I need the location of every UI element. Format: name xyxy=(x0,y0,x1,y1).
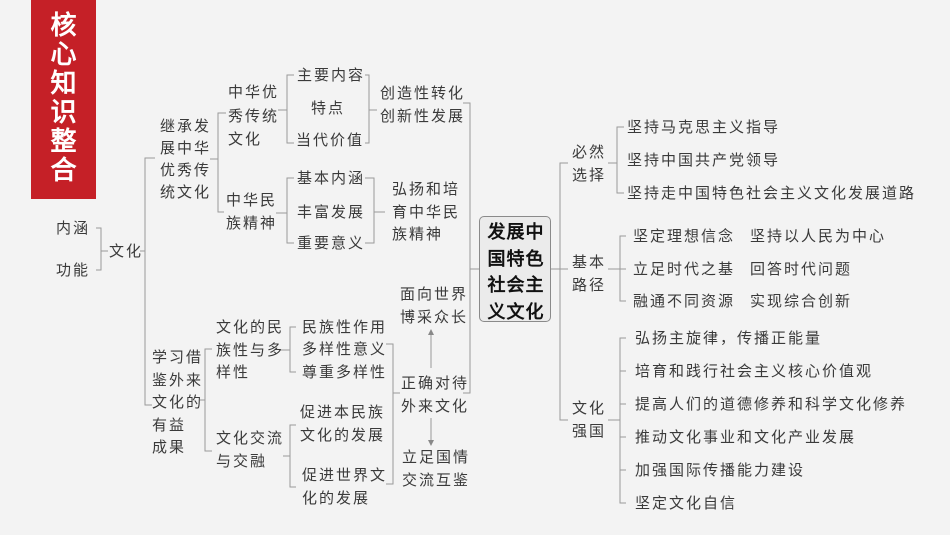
path-item: 坚持以人民为中心 xyxy=(750,227,887,245)
node-learn-foreign: 学习借 鉴外来 文化的 有益 成果 xyxy=(152,348,204,456)
item-features: 特点 xyxy=(311,99,346,117)
node-exchange: 文化交流 与交融 xyxy=(216,429,285,470)
node-national-spirit: 中华民 族精神 xyxy=(226,191,278,232)
power-item: 加强国际传播能力建设 xyxy=(635,461,806,479)
power-item: 弘扬主旋律，传播正能量 xyxy=(635,329,823,347)
banner-title: 核 心 知 识 整 合 xyxy=(50,11,77,186)
path-item: 坚定理想信念 xyxy=(633,227,736,245)
item-respect-diversity: 尊重多样性 xyxy=(302,363,388,381)
item-promote-world: 促进世界文 化的发展 xyxy=(302,466,388,507)
power-item: 培育和践行社会主义核心价值观 xyxy=(635,362,874,380)
node-diversity: 文化的民 族性与多 样性 xyxy=(216,318,285,381)
node-creative-transform: 创造性转化 创新性发展 xyxy=(380,84,466,125)
item-importance: 重要意义 xyxy=(297,234,366,252)
path-item: 回答时代问题 xyxy=(750,260,853,278)
section-banner: 核 心 知 识 整 合 xyxy=(31,0,96,199)
node-necessity: 必然 选择 xyxy=(572,143,607,184)
node-basic-path: 基本 路径 xyxy=(572,253,607,294)
path-item: 立足时代之基 xyxy=(633,260,736,278)
necessity-item: 坚持走中国特色社会主义文化发展道路 xyxy=(627,184,917,202)
node-treat-foreign: 正确对待 外来文化 xyxy=(401,374,470,415)
path-item: 实现综合创新 xyxy=(750,292,853,310)
item-contemporary-value: 当代价值 xyxy=(296,131,365,149)
necessity-item: 坚持马克思主义指导 xyxy=(627,118,781,136)
node-cultural-power: 文化 强国 xyxy=(572,399,607,440)
necessity-item: 坚持中国共产党领导 xyxy=(627,151,781,169)
node-wenhua: 文化 xyxy=(109,242,144,260)
power-item: 坚定文化自信 xyxy=(635,494,738,512)
item-diversity-meaning: 多样性意义 xyxy=(302,340,388,358)
item-basic-meaning: 基本内涵 xyxy=(297,169,366,187)
node-traditional-culture: 中华优 秀传统 文化 xyxy=(228,83,280,148)
node-promote-spirit: 弘扬和培 育中华民 族精神 xyxy=(392,180,461,243)
power-item: 推动文化事业和文化产业发展 xyxy=(635,428,857,446)
node-inherit: 继承发 展中华 优秀传 统文化 xyxy=(160,117,212,201)
central-topic-label: 发展中 国特色 社会主 义文化 xyxy=(487,222,545,323)
node-face-world: 面向世界 博采众长 xyxy=(400,285,469,326)
node-national-conditions: 立足国情 交流互鉴 xyxy=(402,448,471,489)
node-neihan: 内涵 xyxy=(56,219,91,237)
item-main-content: 主要内容 xyxy=(297,66,366,84)
node-gongneng: 功能 xyxy=(56,261,91,279)
item-promote-national: 促进本民族 文化的发展 xyxy=(300,403,386,444)
item-rich-development: 丰富发展 xyxy=(297,203,366,221)
path-item: 融通不同资源 xyxy=(633,292,736,310)
central-topic: 发展中 国特色 社会主 义文化 xyxy=(479,216,551,323)
power-item: 提高人们的道德修养和科学文化修养 xyxy=(635,395,908,413)
item-national-role: 民族性作用 xyxy=(302,318,388,336)
